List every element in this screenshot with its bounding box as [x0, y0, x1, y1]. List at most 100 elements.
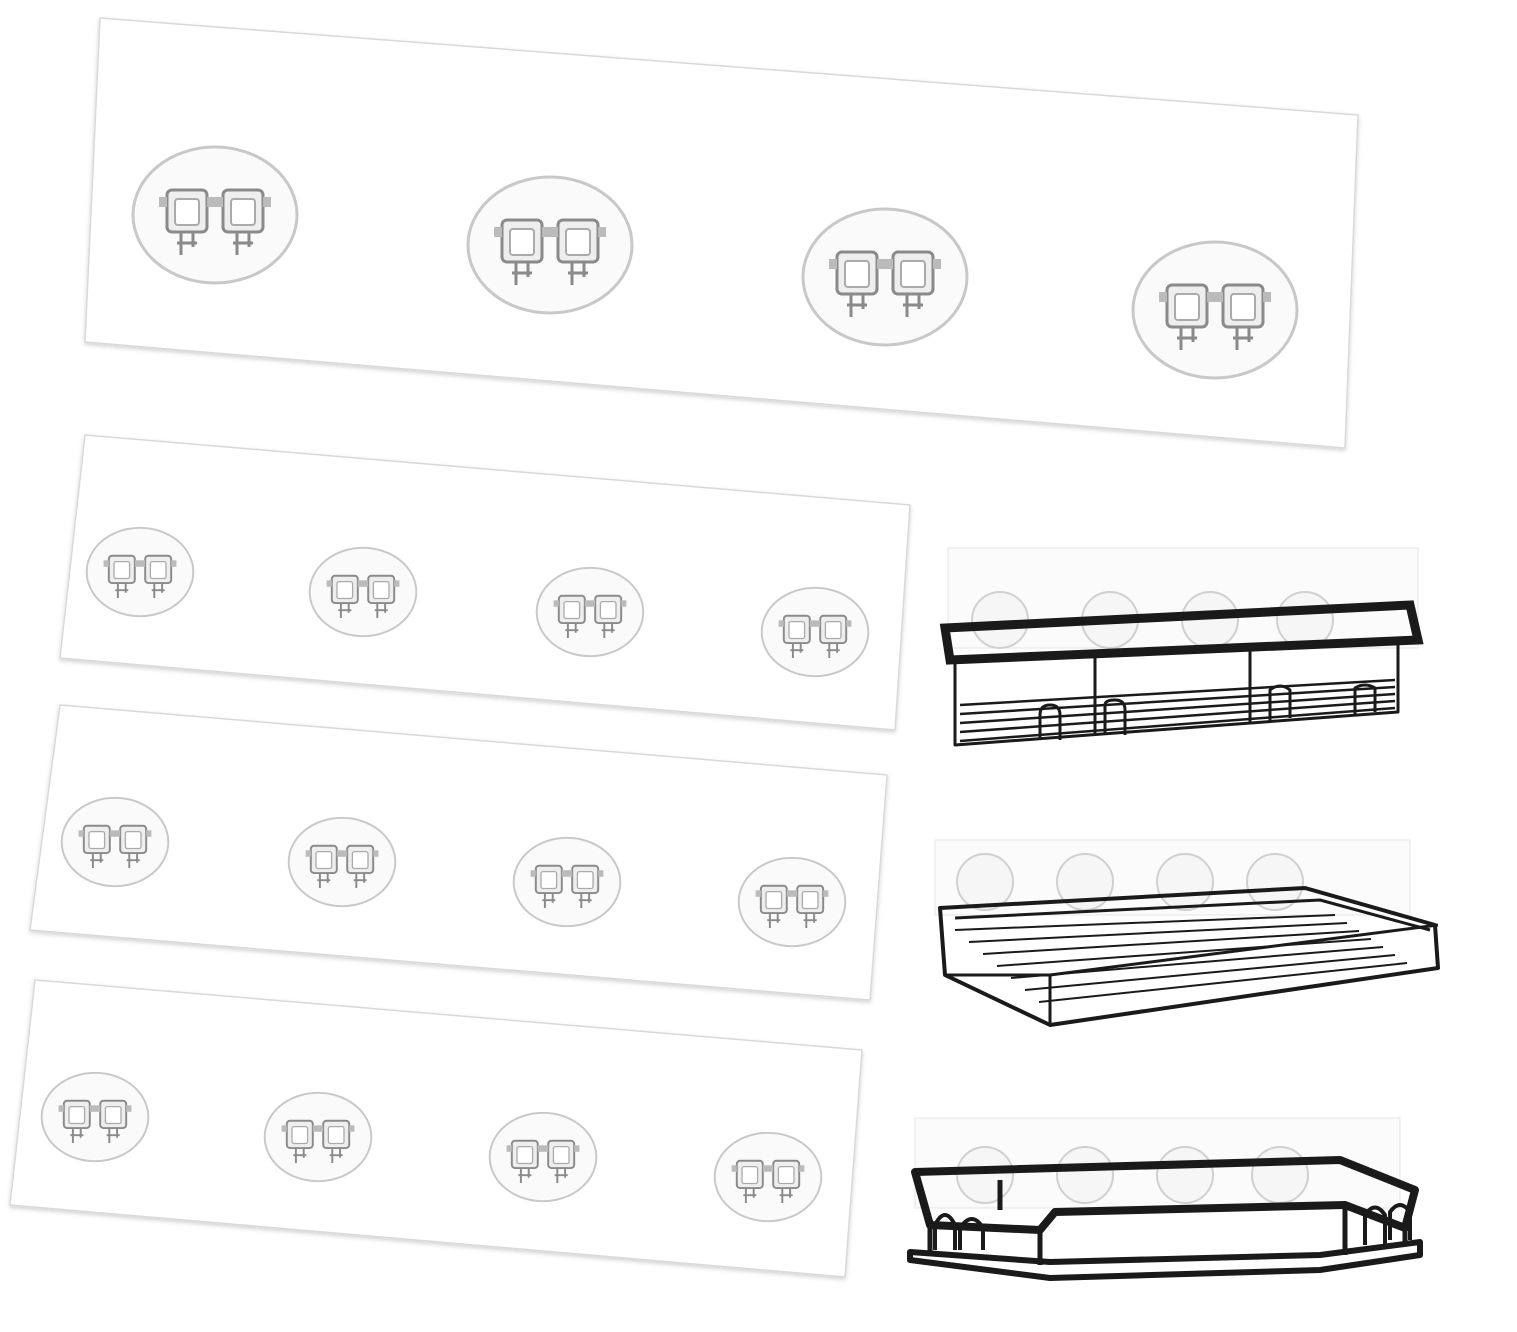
rack-wire — [954, 914, 1336, 931]
hook-clip — [731, 1159, 768, 1204]
hook-clip — [885, 250, 941, 317]
hook-clip — [318, 1119, 355, 1164]
hook-icon — [131, 145, 299, 285]
suction-disc — [85, 526, 195, 618]
suction-disc — [801, 207, 969, 347]
hook-icon — [801, 207, 969, 347]
adhesive-strip — [29, 704, 888, 1001]
rack-wire — [1103, 698, 1127, 735]
hook-icon — [287, 816, 397, 908]
suction-disc — [131, 145, 299, 285]
rack-wire — [1353, 683, 1377, 715]
hook-icon — [85, 526, 195, 618]
suction-disc — [760, 586, 870, 678]
hook-clip — [215, 188, 271, 255]
strip-panel — [9, 979, 863, 1278]
hook-clip — [543, 1139, 580, 1184]
rack-wire — [927, 1180, 1408, 1265]
hook-icon — [60, 796, 170, 888]
hook-clip — [755, 884, 792, 929]
hook-icon — [760, 586, 870, 678]
rack-wire — [1038, 962, 1408, 1003]
hook-clip — [140, 554, 177, 599]
hook-clip — [815, 614, 852, 659]
hook-clip — [159, 188, 215, 255]
strip-panel — [84, 17, 1359, 449]
rack-wire — [959, 692, 1396, 725]
shower-shelf-rack — [934, 839, 1440, 1027]
suction-disc — [737, 856, 847, 948]
hook-clip — [363, 574, 400, 619]
hook-clip — [792, 884, 829, 929]
rack-wire — [1268, 684, 1292, 722]
hook-icon — [488, 1111, 598, 1203]
hook-clip — [281, 1119, 318, 1164]
hook-icon — [713, 1131, 823, 1223]
hook-clip — [506, 1139, 543, 1184]
hook-icon — [466, 175, 634, 315]
rack-wire — [959, 706, 1396, 743]
hook-icon — [1131, 240, 1299, 380]
adhesive-strip — [9, 979, 863, 1278]
suction-disc — [1251, 1146, 1309, 1204]
rack-wire — [1388, 1203, 1412, 1240]
suction-disc — [40, 1071, 150, 1163]
rack-wire — [953, 642, 1400, 747]
hook-icon — [308, 546, 418, 638]
rack-wire — [959, 685, 1396, 716]
rack-wire — [959, 699, 1396, 734]
rack-wire — [1024, 954, 1396, 991]
hook-clip — [326, 574, 363, 619]
hook-icon — [737, 856, 847, 948]
hook-clip — [553, 594, 590, 639]
suction-disc — [1056, 1146, 1114, 1204]
suction-disc — [1131, 240, 1299, 380]
rack-wire — [959, 678, 1396, 707]
rack-frame — [939, 600, 1424, 665]
hook-clip — [778, 614, 815, 659]
suction-disc — [1156, 1146, 1214, 1204]
rack-wire — [968, 922, 1348, 943]
hook-clip — [58, 1099, 95, 1144]
hook-clip — [115, 824, 152, 869]
rack-wire — [933, 1213, 957, 1250]
suction-disc — [488, 1111, 598, 1203]
suction-disc — [1156, 853, 1214, 911]
suction-disc — [1246, 853, 1304, 911]
suction-disc — [535, 566, 645, 658]
shower-caddy-rack — [939, 547, 1424, 747]
rack-wire — [907, 1239, 1423, 1281]
suction-disc — [263, 1091, 373, 1183]
hook-clip — [530, 864, 567, 909]
suction-disc — [1056, 853, 1114, 911]
hook-clip — [78, 824, 115, 869]
hook-icon — [263, 1091, 373, 1183]
hook-clip — [590, 594, 627, 639]
basket-rack — [907, 1117, 1423, 1281]
rack-wire — [996, 938, 1372, 967]
hook-icon — [40, 1071, 150, 1163]
hook-clip — [768, 1159, 805, 1204]
hook-clip — [95, 1099, 132, 1144]
suction-disc — [956, 853, 1014, 911]
suction-disc — [466, 175, 634, 315]
suction-disc — [713, 1131, 823, 1223]
hook-clip — [342, 844, 379, 889]
rack-wire — [1038, 703, 1062, 740]
rack-wire — [958, 1217, 985, 1250]
hook-icon — [535, 566, 645, 658]
strip-panel — [59, 434, 911, 731]
hook-clip — [103, 554, 140, 599]
adhesive-strip — [84, 17, 1359, 449]
hook-clip — [1215, 283, 1271, 350]
hook-clip — [567, 864, 604, 909]
hook-clip — [305, 844, 342, 889]
hook-clip — [829, 250, 885, 317]
hook-clip — [550, 218, 606, 285]
rack-wire — [1010, 946, 1384, 979]
adhesive-strip — [59, 434, 911, 731]
suction-disc — [60, 796, 170, 888]
rack-wire — [1093, 648, 1252, 735]
hook-icon — [512, 836, 622, 928]
